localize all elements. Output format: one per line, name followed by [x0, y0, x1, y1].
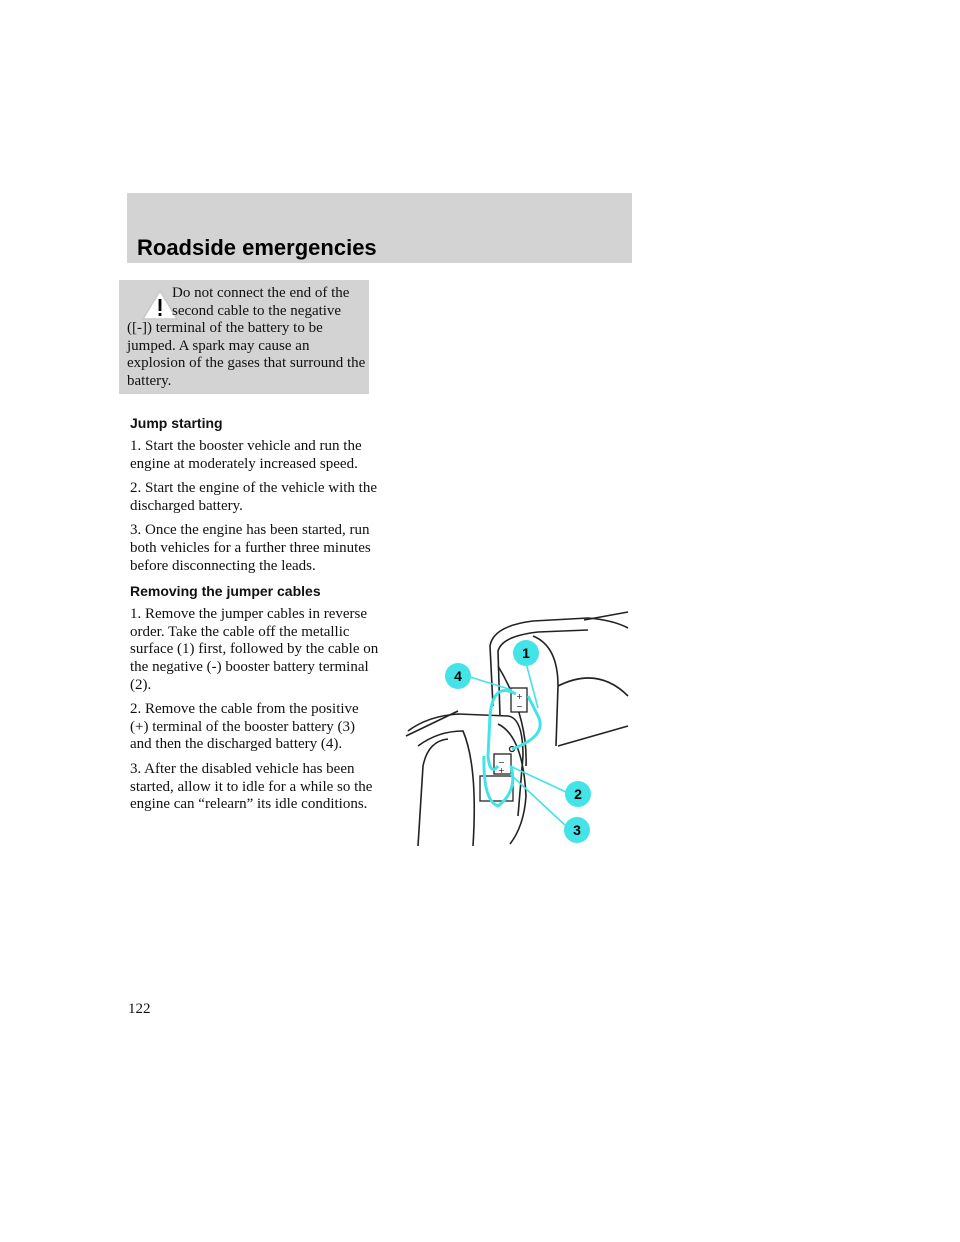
paragraph: 2. Start the engine of the vehicle with …	[130, 480, 378, 514]
warning-box: Do not connect the end of the second cab…	[119, 280, 369, 394]
callout-marker-4: 4	[445, 663, 471, 689]
svg-text:−: −	[498, 758, 505, 767]
callout-label: 3	[573, 822, 581, 838]
svg-text:+: +	[498, 766, 505, 775]
warning-text-block: Do not connect the end of the second cab…	[127, 285, 367, 391]
section-heading: Removing the jumper cables	[130, 583, 321, 600]
section-removing-cables: Removing the jumper cables 1. Remove the…	[130, 582, 380, 814]
warning-text: Do not connect the end of the second cab…	[127, 285, 366, 389]
callout-label: 4	[454, 668, 462, 684]
paragraph: 3. Once the engine has been started, run…	[130, 522, 371, 574]
warning-triangle-icon	[141, 289, 179, 320]
page-title: Roadside emergencies	[137, 235, 377, 260]
jumper-cable-diagram: + − − + 4 1 2 3	[405, 611, 629, 846]
callout-marker-2: 2	[565, 781, 591, 807]
jumper-cables	[482, 689, 542, 808]
callout-label: 1	[522, 645, 530, 661]
callout-marker-1: 1	[513, 640, 539, 666]
paragraph: 2. Remove the cable from the positive (+…	[130, 701, 359, 753]
booster-car-illustration	[405, 611, 629, 846]
callout-lines	[469, 662, 567, 827]
svg-text:−: −	[516, 702, 523, 711]
section-heading: Jump starting	[130, 415, 223, 431]
header-band: Roadside emergencies	[127, 193, 632, 263]
section-jump-starting: Jump starting 1. Start the booster vehic…	[130, 414, 380, 575]
callout-marker-3: 3	[564, 817, 590, 843]
paragraph: 1. Start the booster vehicle and run the…	[130, 438, 362, 472]
paragraph: 3. After the disabled vehicle has been s…	[130, 760, 373, 813]
page-number: 122	[128, 1001, 151, 1017]
main-content: Jump starting 1. Start the booster vehic…	[130, 414, 380, 821]
svg-text:+: +	[516, 692, 523, 701]
callout-label: 2	[574, 786, 582, 802]
paragraph: 1. Remove the jumper cables in reverse o…	[130, 606, 379, 693]
